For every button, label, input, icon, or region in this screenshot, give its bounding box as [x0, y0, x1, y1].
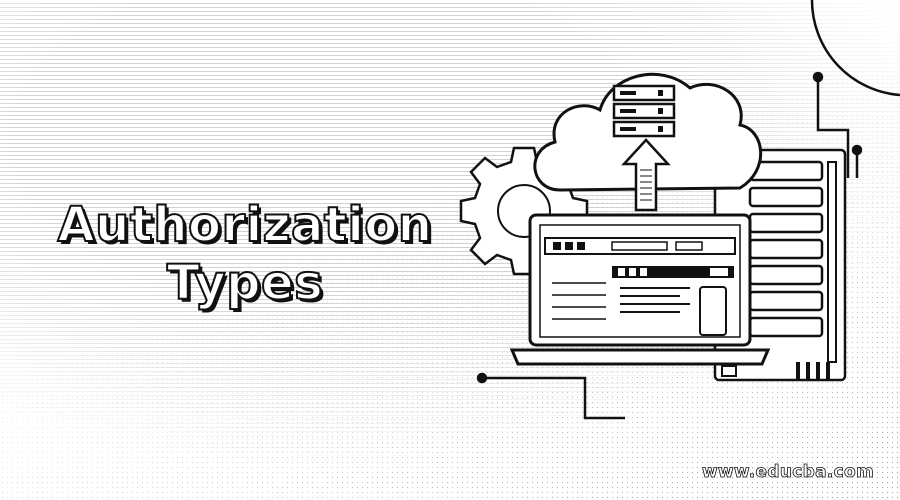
- laptop-icon: [509, 213, 771, 366]
- cloud-computing-illustration: [459, 0, 900, 420]
- title-line-2: Types: [166, 254, 324, 312]
- title-line-1: Authorization: [57, 196, 433, 254]
- upload-arrow-icon: [621, 138, 671, 212]
- server-icon: [612, 84, 676, 138]
- circuit-lines-icon: [476, 71, 863, 420]
- page-title: Authorization Types: [40, 196, 450, 312]
- watermark: www.educba.com: [701, 462, 874, 483]
